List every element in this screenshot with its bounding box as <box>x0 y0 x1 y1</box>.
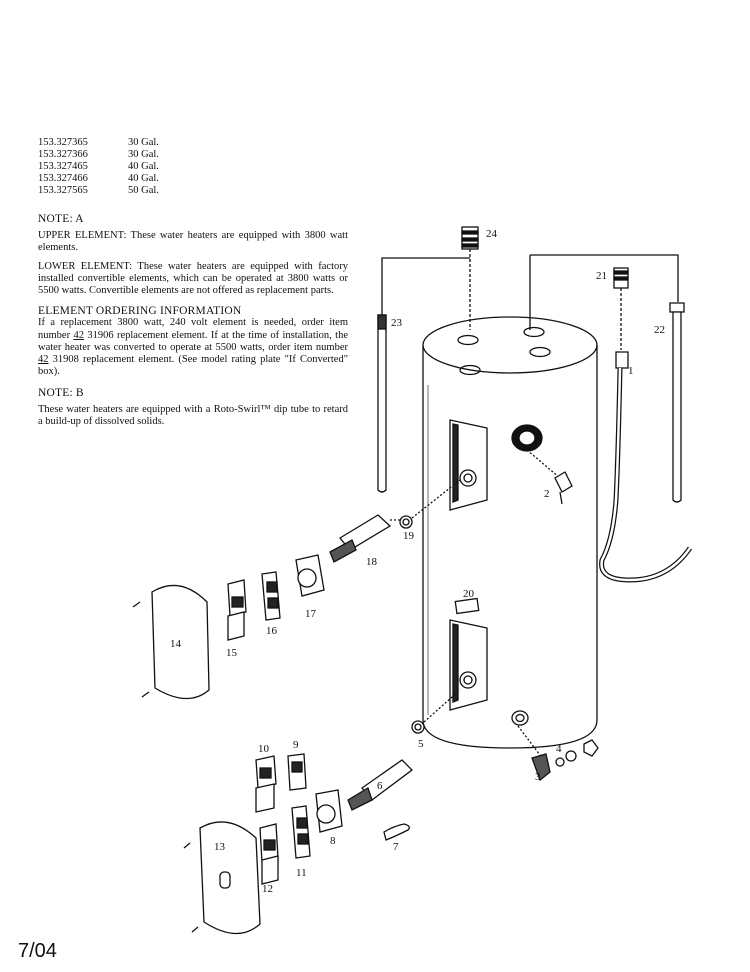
tank-body <box>422 316 598 749</box>
inlet-tube <box>669 302 685 503</box>
model-row: 153.327465 40 Gal. <box>38 161 159 173</box>
note-b-title: NOTE: B <box>38 387 84 400</box>
rating-plate <box>454 597 480 615</box>
part-label-1: 1 <box>628 365 634 377</box>
hot-outlet-nipple <box>613 267 629 350</box>
lower-access-cover <box>183 821 261 935</box>
element-wrench <box>383 823 410 841</box>
drain-fitting <box>511 710 529 726</box>
model-row: 153.327366 30 Gal. <box>38 149 159 161</box>
dip-tube <box>599 351 693 583</box>
model-row: 153.327365 30 Gal. <box>38 137 159 149</box>
item-prefix: 42 <box>38 354 49 366</box>
model-capacity: 50 Gal. <box>128 185 159 197</box>
lower-element-note: LOWER ELEMENT: These water heaters are e… <box>38 261 348 298</box>
leader-line <box>530 254 679 302</box>
part-label-8: 8 <box>330 835 336 847</box>
ordering-text: If a replacement 3800 watt, 240 volt ele… <box>38 317 348 378</box>
relief-valve-opening <box>511 424 543 452</box>
part-label-22: 22 <box>654 324 665 336</box>
part-label-15: 15 <box>226 647 238 659</box>
leader-line <box>381 257 470 318</box>
part-label-13: 13 <box>214 841 226 853</box>
part-label-24: 24 <box>486 228 498 240</box>
part-label-9: 9 <box>293 739 299 751</box>
part-label-7: 7 <box>393 841 399 853</box>
model-capacity: 30 Gal. <box>128 137 159 148</box>
upper-element-parts <box>227 479 461 641</box>
part-label-16: 16 <box>266 625 278 637</box>
upper-element-heading: UPPER ELEMENT: <box>38 230 127 242</box>
model-capacity: 40 Gal. <box>128 173 159 185</box>
part-label-6: 6 <box>377 780 383 792</box>
model-row: 153.327565 50 Gal. <box>38 185 159 197</box>
ordering-text-part: If a replacement 3800 watt, 240 volt ele… <box>38 317 348 341</box>
upper-access-cover <box>132 584 210 700</box>
model-number: 153.327465 <box>38 161 88 173</box>
model-capacity: 30 Gal. <box>128 149 159 161</box>
part-label-23: 23 <box>391 317 403 329</box>
model-number: 153.327466 <box>38 173 88 185</box>
model-number: 153.327565 <box>38 185 88 197</box>
note-b-text: These water heaters are equipped with a … <box>38 403 348 427</box>
ordering-text-part: 31906 replacement element. If at the tim… <box>38 329 348 353</box>
part-label-10: 10 <box>258 743 270 755</box>
note-a-title: NOTE: A <box>38 213 84 225</box>
notes-block: NOTE: A UPPER ELEMENT: These water heate… <box>38 209 348 428</box>
model-list: 153.327365 30 Gal. 153.327366 30 Gal. 153.… <box>38 137 159 197</box>
part-label-2: 2 <box>544 488 550 500</box>
upper-element-text: These water heaters are equipped with 38… <box>38 230 348 254</box>
part-label-19: 19 <box>403 530 415 542</box>
model-number: 153.327365 <box>38 137 88 148</box>
part-label-4: 4 <box>556 743 562 755</box>
heat-trap-nipple <box>461 226 479 330</box>
part-label-18: 18 <box>366 556 378 568</box>
part-label-14: 14 <box>170 638 182 650</box>
relief-valve-part <box>526 449 573 505</box>
lower-element-parts <box>255 689 461 885</box>
part-label-21: 21 <box>596 270 607 282</box>
model-row: 153.327466 40 Gal. <box>38 173 159 185</box>
revision-date: 7/04 <box>18 940 57 962</box>
part-label-5: 5 <box>418 738 424 750</box>
anode-rod <box>377 314 387 493</box>
upper-element-note: UPPER ELEMENT: These water heaters are e… <box>38 230 348 254</box>
lower-element-text: These water heaters are equipped with fa… <box>38 260 348 297</box>
ordering-title: ELEMENT ORDERING INFORMATION <box>38 305 242 318</box>
model-capacity: 40 Gal. <box>128 161 159 173</box>
lower-element-opening <box>449 619 488 711</box>
ordering-text-part: 31908 replacement element. (See model ra… <box>38 354 348 378</box>
item-prefix: 42 <box>73 329 84 341</box>
drain-valve-parts <box>517 725 599 782</box>
part-labels: 1 2 3 4 5 6 7 8 9 10 11 12 13 14 15 16 1… <box>170 228 665 895</box>
part-label-11: 11 <box>296 867 307 879</box>
part-label-3: 3 <box>535 771 541 783</box>
part-label-20: 20 <box>463 588 475 600</box>
model-number: 153.327366 <box>38 149 88 161</box>
part-label-17: 17 <box>305 608 317 620</box>
part-label-12: 12 <box>262 883 273 895</box>
lower-element-heading: LOWER ELEMENT: <box>38 260 133 272</box>
